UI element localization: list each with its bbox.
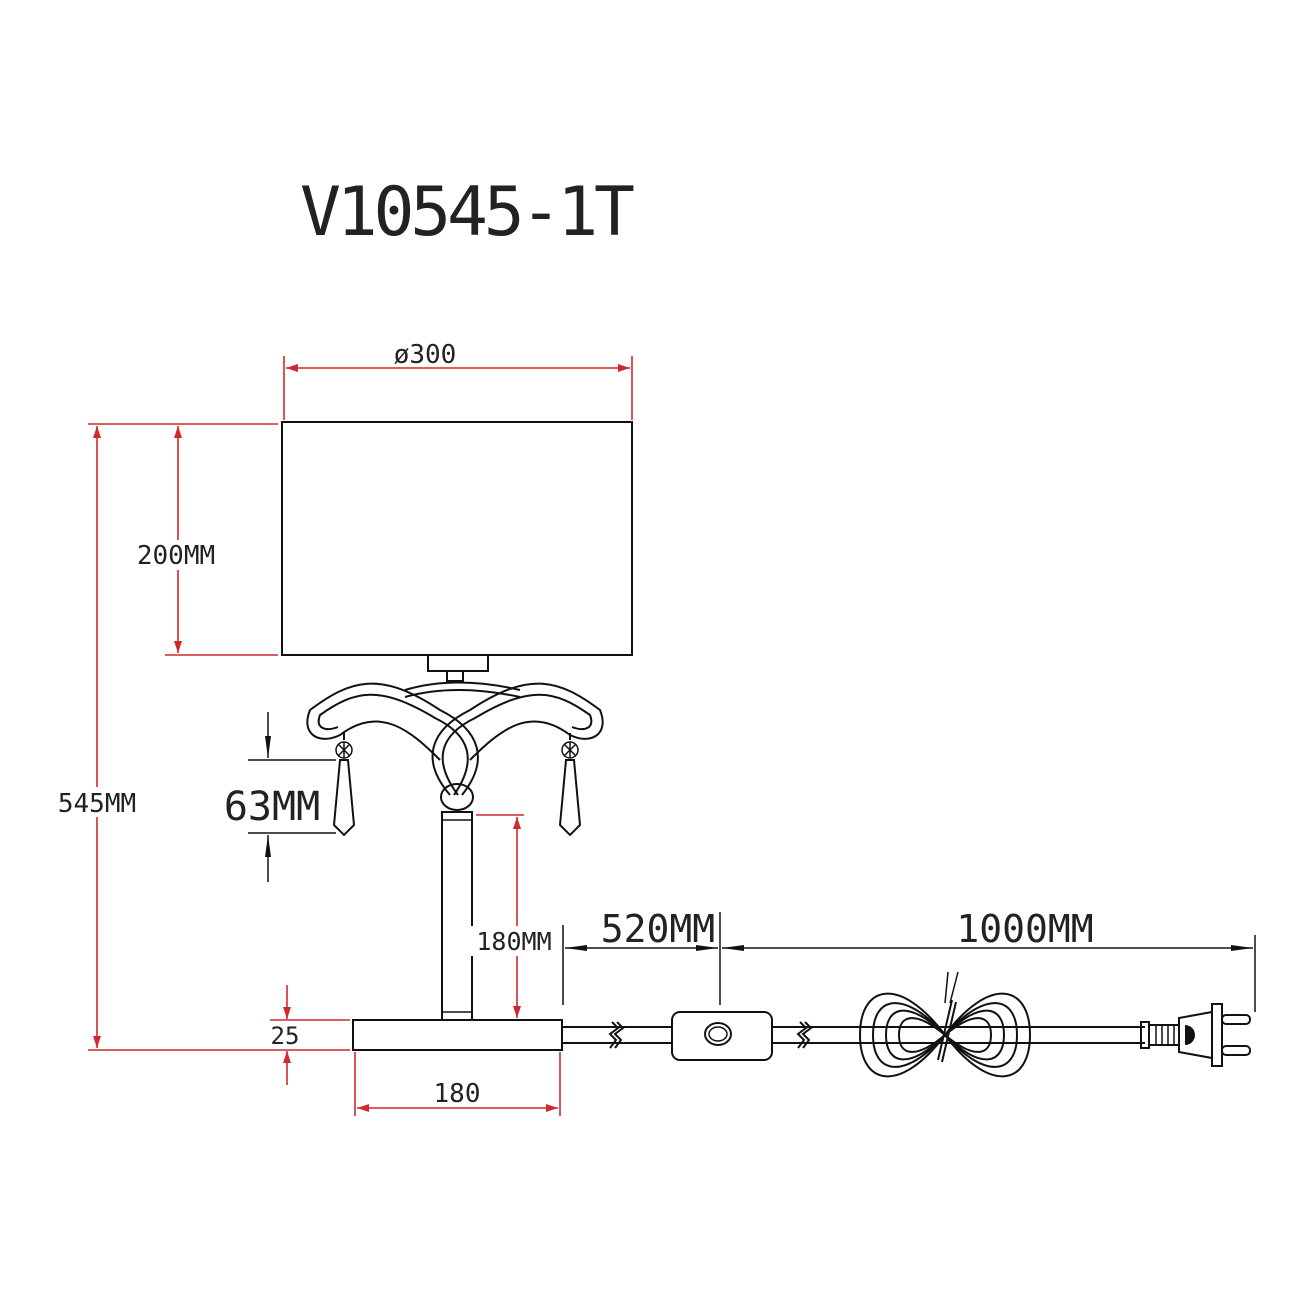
dim-label-switch-to-plug: 1000MM (956, 907, 1093, 951)
model-title: V10545-1T (300, 173, 635, 252)
crystal-drop-right (558, 733, 582, 837)
dim-label-shade-height: 200MM (137, 541, 215, 571)
dim-switch-to-plug: 1000MM (722, 907, 1256, 1012)
lamp-canopy (427, 654, 489, 682)
dim-label-base-height: 25 (271, 1022, 300, 1050)
power-plug (1140, 1003, 1251, 1067)
dim-label-shade-diameter: ø300 (394, 340, 457, 370)
dim-cord-to-switch: 520MM (562, 907, 721, 1005)
dim-base-height: 25 (270, 985, 350, 1085)
coiled-cord (858, 971, 1032, 1078)
lamp-arms (306, 681, 604, 811)
dim-shade-height: 200MM (125, 423, 278, 656)
dim-shade-diameter: ø300 (283, 340, 633, 420)
dim-label-total-height: 545MM (58, 789, 136, 819)
lamp-base (352, 1019, 563, 1051)
inline-switch (671, 1011, 773, 1061)
crystal-drop-left (332, 733, 356, 837)
dim-label-cord-to-switch: 520MM (601, 907, 715, 951)
power-cord (562, 1021, 1145, 1049)
dim-total-height: 545MM (45, 423, 350, 1051)
dim-label-stem-height: 180MM (476, 927, 551, 956)
dim-label-crystal-drop: 63MM (224, 784, 320, 830)
lamp-stem (441, 811, 473, 1021)
dim-label-base-width: 180 (434, 1079, 481, 1109)
lamp-shade (281, 421, 633, 656)
dim-base-width: 180 (354, 1052, 561, 1116)
dim-crystal-drop: 63MM (224, 712, 336, 882)
dim-stem-height: 180MM (468, 814, 562, 1018)
